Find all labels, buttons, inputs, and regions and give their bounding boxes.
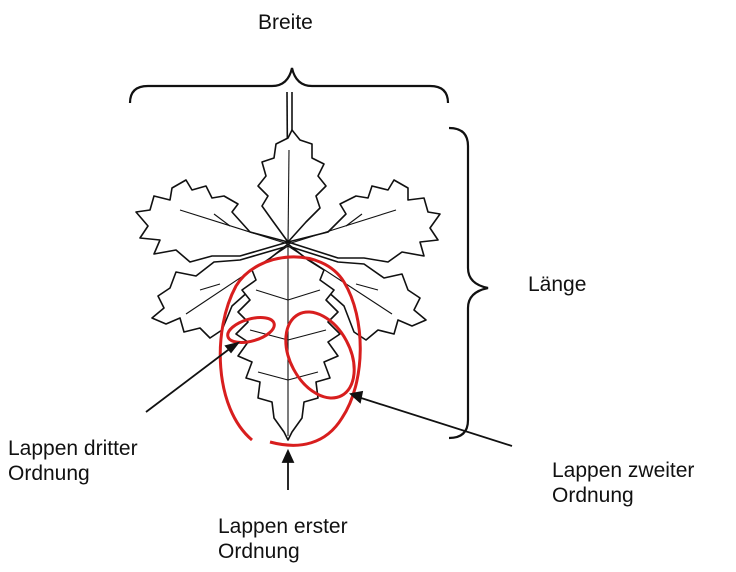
length-brace <box>449 128 488 438</box>
width-brace <box>130 68 448 103</box>
third-order-lobe-label: Lappen dritter Ordnung <box>8 436 138 486</box>
third-order-pointer-line <box>146 347 232 412</box>
length-label: Länge <box>528 272 586 297</box>
first-order-lobe-label: Lappen erster Ordnung <box>218 514 348 564</box>
second-order-lobe-label: Lappen zweiter Ordnung <box>552 458 694 508</box>
pointer-arrows <box>146 343 512 490</box>
width-label: Breite <box>258 10 313 35</box>
second-order-pointer-line <box>358 397 512 446</box>
first-order-arrowhead <box>283 451 293 462</box>
